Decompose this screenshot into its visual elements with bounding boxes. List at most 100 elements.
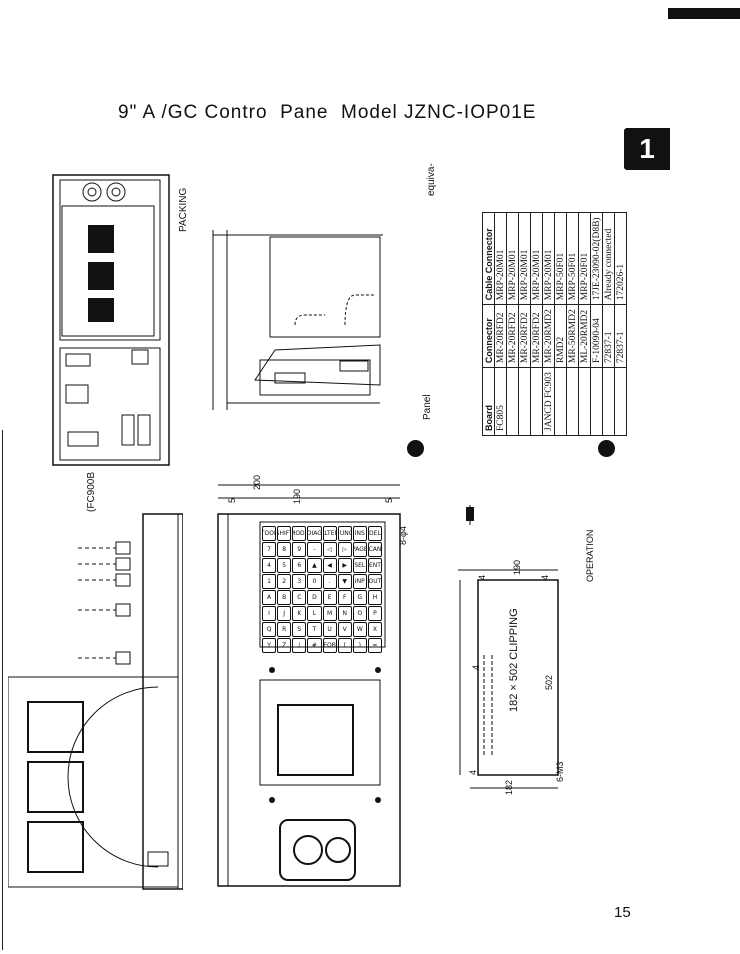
key[interactable]: M: [322, 606, 337, 621]
dim-502: 502: [544, 674, 554, 690]
chapter-tab: 1: [624, 128, 670, 170]
key[interactable]: F: [337, 590, 352, 605]
key[interactable]: ENT: [367, 558, 382, 573]
dim-4-b: 4: [540, 574, 550, 580]
key[interactable]: 7: [262, 542, 277, 557]
key[interactable]: V: [337, 622, 352, 637]
key[interactable]: O: [352, 606, 367, 621]
key[interactable]: U: [322, 622, 337, 637]
key[interactable]: INP: [352, 574, 367, 589]
key[interactable]: MODE: [292, 526, 307, 541]
key[interactable]: FUNC: [337, 526, 352, 541]
screws-label: 6-M3: [555, 761, 565, 782]
dim-182: 182: [504, 779, 514, 795]
dim-5-b: 5: [384, 497, 394, 503]
header-board: Board: [482, 367, 495, 436]
dim-5-a: 5: [227, 497, 237, 503]
page-number: 15: [614, 904, 631, 921]
clipping-label: 182 × 502 CLIPPING: [508, 608, 520, 712]
key[interactable]: ▷: [337, 542, 352, 557]
key[interactable]: SHIFT: [277, 526, 292, 541]
key[interactable]: 8: [277, 542, 292, 557]
key[interactable]: 0: [307, 574, 322, 589]
key[interactable]: ▲: [307, 558, 322, 573]
key[interactable]: I: [262, 606, 277, 621]
packing-label: PACKING: [178, 187, 189, 232]
key[interactable]: 2: [277, 574, 292, 589]
key[interactable]: SEL: [352, 558, 367, 573]
key[interactable]: =: [367, 638, 382, 653]
dim-190-b: 190: [512, 559, 522, 575]
key[interactable]: E: [322, 590, 337, 605]
side-view-drawing: [8, 513, 183, 890]
key[interactable]: PAGE: [352, 542, 367, 557]
key[interactable]: Z: [277, 638, 292, 653]
key[interactable]: .: [322, 574, 337, 589]
header-connector: Connector: [482, 304, 495, 368]
key[interactable]: 4: [262, 558, 277, 573]
key[interactable]: L: [307, 606, 322, 621]
key[interactable]: ALTER: [322, 526, 337, 541]
margin-rule: [2, 430, 3, 950]
key[interactable]: C: [292, 590, 307, 605]
key[interactable]: TOOL: [262, 526, 277, 541]
key[interactable]: R: [277, 622, 292, 637]
key[interactable]: H: [367, 590, 382, 605]
panel-marker-icon: [407, 440, 424, 457]
key[interactable]: A: [262, 590, 277, 605]
key[interactable]: S: [292, 622, 307, 637]
key[interactable]: ◁: [322, 542, 337, 557]
key[interactable]: DIAG: [307, 526, 322, 541]
key[interactable]: K: [292, 606, 307, 621]
key[interactable]: CAN: [367, 542, 382, 557]
key[interactable]: ▼: [337, 574, 352, 589]
key[interactable]: 9: [292, 542, 307, 557]
key[interactable]: D: [307, 590, 322, 605]
dim-4-d: 4: [468, 769, 478, 775]
key[interactable]: P: [367, 606, 382, 621]
table-marker-icon: [598, 440, 615, 457]
page-title: 9" A /GC Contro Pane Model JZNC-IOP01E: [118, 102, 537, 123]
rear-board-drawing: [52, 174, 170, 466]
dim-200: 200: [252, 474, 262, 490]
key[interactable]: #: [307, 638, 322, 653]
key[interactable]: ): [352, 638, 367, 653]
key[interactable]: 6: [292, 558, 307, 573]
key[interactable]: 1: [262, 574, 277, 589]
key[interactable]: 5: [277, 558, 292, 573]
key[interactable]: 3: [292, 574, 307, 589]
side-section-drawing: [212, 230, 383, 410]
key[interactable]: W: [352, 622, 367, 637]
key[interactable]: G: [352, 590, 367, 605]
key[interactable]: Y: [262, 638, 277, 653]
header-cable: Cable Connector: [482, 212, 495, 305]
key[interactable]: N: [337, 606, 352, 621]
key[interactable]: -: [307, 542, 322, 557]
key[interactable]: ▶: [337, 558, 352, 573]
fc900b-label: (FC900B: [86, 471, 97, 512]
key[interactable]: X: [367, 622, 382, 637]
key[interactable]: ◀: [322, 558, 337, 573]
key[interactable]: INS: [352, 526, 367, 541]
key[interactable]: B: [277, 590, 292, 605]
key[interactable]: DEL: [367, 526, 382, 541]
key[interactable]: Q: [262, 622, 277, 637]
key[interactable]: OUT: [367, 574, 382, 589]
key[interactable]: /: [292, 638, 307, 653]
key[interactable]: J: [277, 606, 292, 621]
dim-4-c: 4: [471, 664, 481, 670]
key[interactable]: T: [307, 622, 322, 637]
key[interactable]: EOB: [322, 638, 337, 653]
key[interactable]: (: [337, 638, 352, 653]
operation-label: OPERATION: [585, 529, 595, 582]
